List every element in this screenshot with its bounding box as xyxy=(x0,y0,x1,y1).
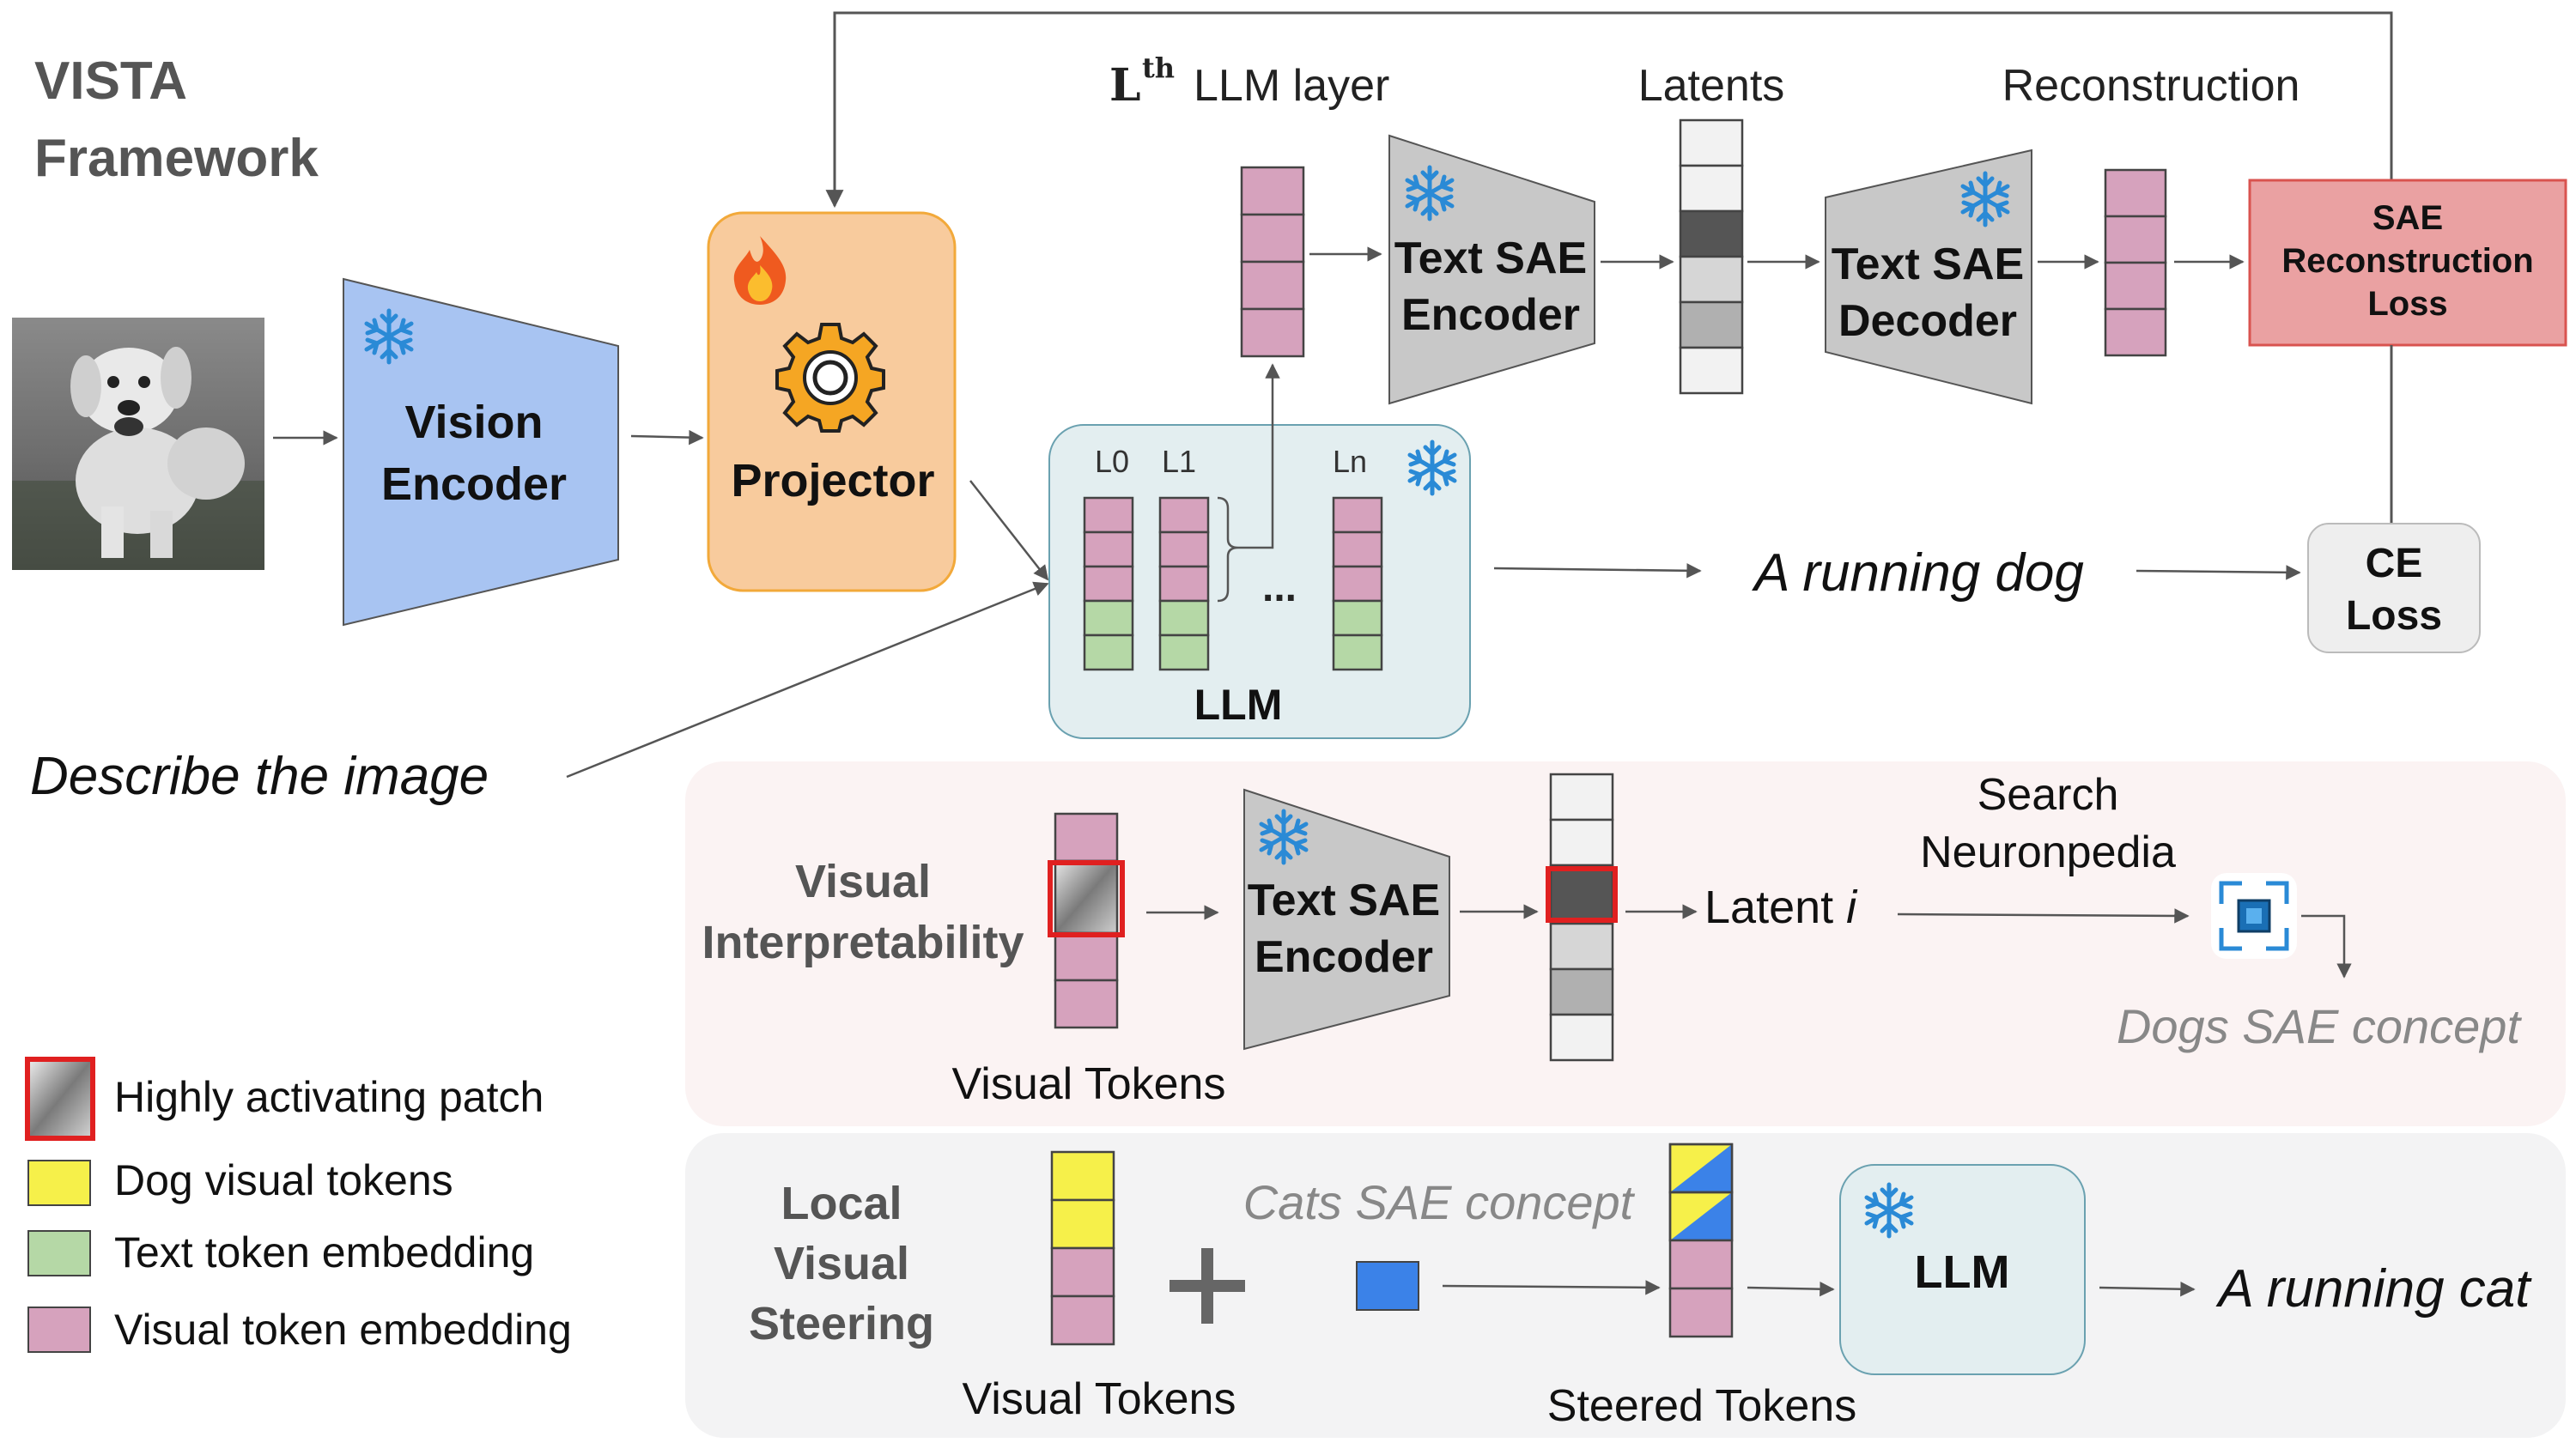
output-text: A running dog xyxy=(1751,543,2084,603)
vision-encoder-label-2: Encoder xyxy=(381,458,567,510)
dogs-sae-concept: Dogs SAE concept xyxy=(2117,999,2522,1053)
ce-loss-label: CE xyxy=(2366,541,2423,586)
ce-loss-box xyxy=(2307,523,2481,653)
text-sae-decoder-label-2: Decoder xyxy=(1838,296,2017,346)
steering-visual-tokens-label: Visual Tokens xyxy=(963,1374,1236,1424)
latents-column xyxy=(1679,118,1744,395)
sae-reconstruction-loss-box xyxy=(2248,179,2567,347)
legend-item-patch: Highly activating patch xyxy=(25,1057,544,1141)
text-sae-encoder-mid xyxy=(1243,788,1450,1051)
layer-extract-arrow xyxy=(1238,363,1280,549)
arrow-encoder-to-projector xyxy=(630,429,704,446)
vision-encoder-label: Vision xyxy=(404,397,543,448)
ce-loss-label-2: Loss xyxy=(2346,593,2442,639)
steering-title: Local xyxy=(781,1178,902,1229)
llm-layer-l1-tokens xyxy=(1158,496,1210,671)
panel-local-visual-steering xyxy=(685,1133,2566,1438)
steered-tokens-label: Steered Tokens xyxy=(1547,1381,1856,1431)
interpretability-visual-tokens-label: Visual Tokens xyxy=(952,1059,1226,1109)
llm-layer-l1: L1 xyxy=(1162,444,1196,479)
vision-encoder-block xyxy=(343,277,619,627)
text-sae-decoder-label: Text SAE xyxy=(1832,239,2024,289)
reconstruction-label: Reconstruction xyxy=(2002,61,2300,111)
text-sae-encoder-top-label-2: Encoder xyxy=(1401,290,1580,340)
text-sae-encoder-mid-label: Text SAE xyxy=(1248,876,1440,925)
sae-loss-label: SAE xyxy=(2372,199,2443,237)
llm-layer-ln: Ln xyxy=(1333,444,1367,479)
running-cat-output: A running cat xyxy=(2215,1259,2532,1319)
interpretability-title-2: Interpretability xyxy=(702,917,1024,968)
cats-sae-concept: Cats SAE concept xyxy=(1243,1175,1636,1229)
prompt-text: Describe the image xyxy=(30,747,489,806)
arrow-output-to-ce xyxy=(2136,565,2301,580)
steered-tokens xyxy=(1668,1143,1734,1338)
steering-title-2: Visual xyxy=(774,1238,909,1289)
interpretability-latents xyxy=(1549,773,1614,1062)
arrow-projector-to-llm xyxy=(969,480,1049,581)
lth-layer-base: L xyxy=(1109,59,1141,112)
llm-layer-ln-tokens xyxy=(1332,496,1383,671)
arrow-steered-to-llm xyxy=(1747,1281,1835,1297)
framework-title-line2: Framework xyxy=(34,129,319,188)
sae-loss-label-3: Loss xyxy=(2367,285,2447,323)
search-neuronpedia-label: Search xyxy=(1978,770,2119,820)
arrow-latent-to-neuronpedia xyxy=(1897,908,2190,924)
chip-icon xyxy=(2211,873,2297,959)
lth-layer-sup: th xyxy=(1142,52,1175,84)
arrow-prompt-to-llm xyxy=(566,581,1049,779)
text-sae-decoder xyxy=(1825,149,2032,405)
sae-loss-label-2: Reconstruction xyxy=(2281,242,2533,280)
reconstruction-tokens xyxy=(2104,168,2167,357)
gear-icon xyxy=(775,323,885,433)
interpretability-visual-tokens xyxy=(1054,812,1119,1029)
plus-icon xyxy=(1170,1248,1245,1324)
legend-item-visual-token: Visual token embedding xyxy=(27,1306,572,1354)
legend-item-text-token: Text token embedding xyxy=(27,1228,534,1276)
cat-concept-vector xyxy=(1356,1261,1419,1311)
interpretability-title: Visual xyxy=(795,856,931,907)
latent-i-label: Latent i xyxy=(1704,882,1858,933)
llm-layer-l0: L0 xyxy=(1095,444,1129,479)
llm-layer-ellipsis: ... xyxy=(1262,565,1297,610)
legend: Highly activating patch Dog visual token… xyxy=(25,1057,572,1354)
latent-highlight xyxy=(1546,866,1618,923)
lth-layer-label: LLM layer xyxy=(1194,61,1389,111)
arrow-llm-to-cat-output xyxy=(2099,1281,2196,1297)
legend-label-visual-token: Visual token embedding xyxy=(114,1306,572,1354)
legend-label-patch: Highly activating patch xyxy=(114,1073,544,1121)
highly-activating-patch-highlight xyxy=(1048,860,1125,937)
panel-visual-interpretability xyxy=(685,761,2566,1126)
legend-item-dog: Dog visual tokens xyxy=(27,1156,453,1206)
latents-label: Latents xyxy=(1638,61,1785,111)
legend-label-dog: Dog visual tokens xyxy=(114,1156,453,1204)
fire-icon xyxy=(733,236,787,305)
search-neuronpedia-label-2: Neuronpedia xyxy=(1920,828,2176,877)
lth-layer-tokens xyxy=(1240,166,1305,358)
steering-title-3: Steering xyxy=(749,1298,934,1349)
arrow-neuronpedia-to-concept xyxy=(2301,914,2352,979)
framework-title: VISTA xyxy=(34,52,187,111)
feedback-loop-line xyxy=(825,11,2393,339)
arrow-concept-to-steered xyxy=(1442,1280,1661,1295)
arrow-llm-to-output xyxy=(1493,563,1702,579)
llm-layer-l0-tokens xyxy=(1083,496,1134,671)
legend-label-text-token: Text token embedding xyxy=(114,1228,534,1276)
steering-visual-tokens xyxy=(1050,1150,1115,1346)
text-sae-encoder-top-label: Text SAE xyxy=(1394,233,1587,283)
input-dog-image xyxy=(12,318,264,570)
projector-label: Projector xyxy=(731,455,934,506)
text-sae-encoder-mid-label-2: Encoder xyxy=(1255,932,1433,982)
steering-llm-label: LLM xyxy=(1915,1246,2010,1298)
llm-label: LLM xyxy=(1194,681,1283,729)
